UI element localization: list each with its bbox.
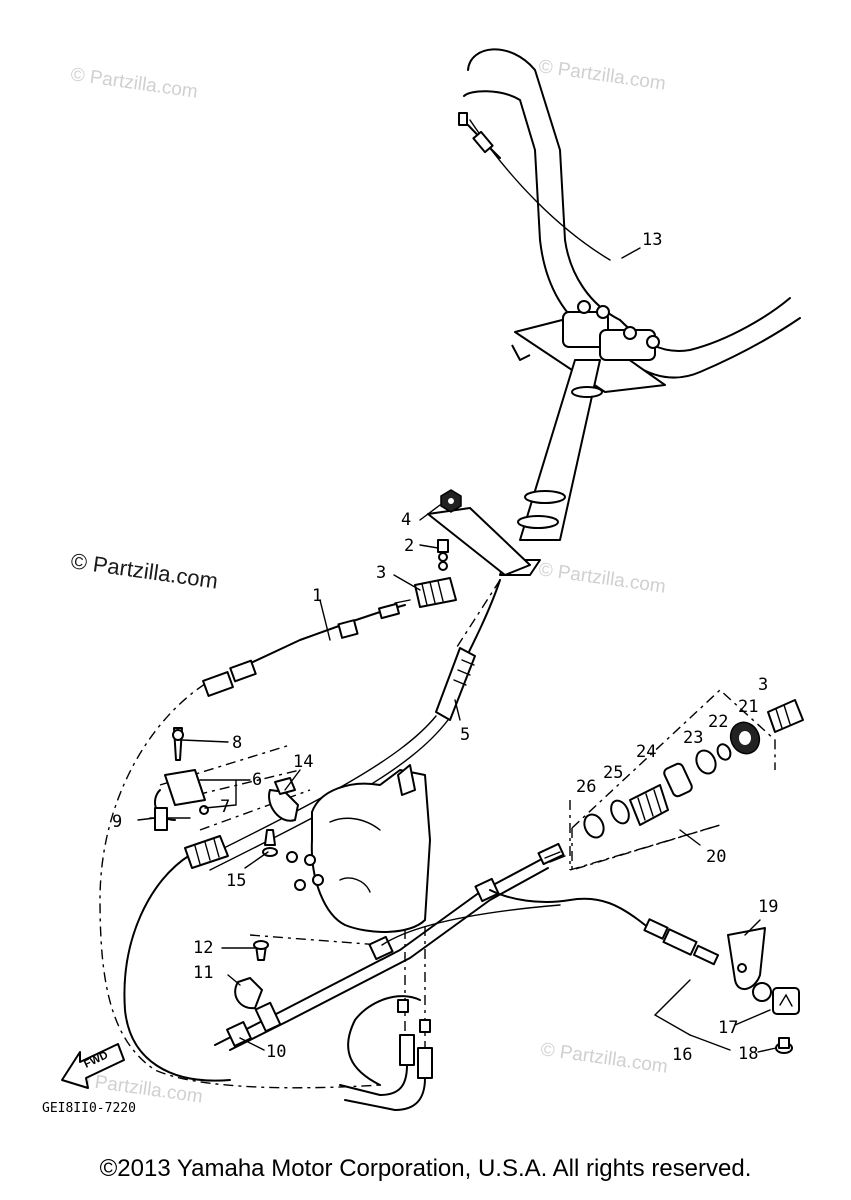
cable-10 [214,842,566,1051]
watermark-mid-left: © Partzilla.com [69,548,219,593]
copyright-notice: ©2013 Yamaha Motor Corporation, U.S.A. A… [99,1155,752,1182]
diagram-code: GEI8II0-7220 [42,1101,136,1116]
callout-26: 26 [576,777,596,797]
callout-4: 4 [401,510,411,530]
callout-20: 20 [706,847,726,867]
leader-lines [137,247,777,1053]
steering-column [499,300,666,576]
callout-22: 22 [708,712,728,732]
callout-12: 12 [193,938,213,958]
callout-14: 14 [293,752,313,772]
seal-group-20 [571,689,776,871]
callout-2: 2 [404,536,414,556]
callout-16: 16 [672,1045,692,1065]
watermark-top-right: © Partzilla.com [537,56,667,95]
callout-9: 9 [112,812,122,832]
cable-left-loop [123,835,231,1082]
bracket-assembly [427,489,531,576]
watermark-top-left: © Partzilla.com [69,64,199,103]
callout-23: 23 [683,728,703,748]
screw-15 [262,829,278,857]
callout-10: 10 [266,1042,286,1062]
callout-15: 15 [226,871,246,891]
grommet-upper [414,577,457,608]
callout-25: 25 [603,763,623,783]
watermark-mid-right: © Partzilla.com [537,559,667,598]
clamp-11 [234,940,269,1010]
grommet-right [767,699,804,733]
lower-pipes [339,995,433,1111]
callout-3: 3 [376,563,386,583]
callout-17: 17 [718,1018,738,1038]
callout-24: 24 [636,742,656,762]
clamp-14 [268,777,299,822]
cable-to-16 [381,889,720,966]
callout-5: 5 [460,725,470,745]
callout-3-right: 3 [758,675,768,695]
bracket-19 [727,927,766,990]
watermark-bottom-right: © Partzilla.com [539,1039,669,1078]
knob-17 [752,982,800,1054]
callout-7: 7 [220,797,230,817]
callout-numbers: 13 4 2 3 1 5 8 6 14 7 9 15 12 11 10 3 21… [112,230,778,1065]
callout-11: 11 [193,963,213,983]
callout-13: 13 [642,230,662,250]
callout-18: 18 [738,1044,758,1064]
engine-housing [286,764,431,933]
callout-21: 21 [738,697,758,717]
callout-6: 6 [252,770,262,790]
callout-1: 1 [312,586,322,606]
callout-8: 8 [232,733,242,753]
throttle-cable-top [458,112,501,159]
clamp-assembly-6 [149,727,209,831]
callout-19: 19 [758,897,778,917]
cable-1 [202,599,411,697]
